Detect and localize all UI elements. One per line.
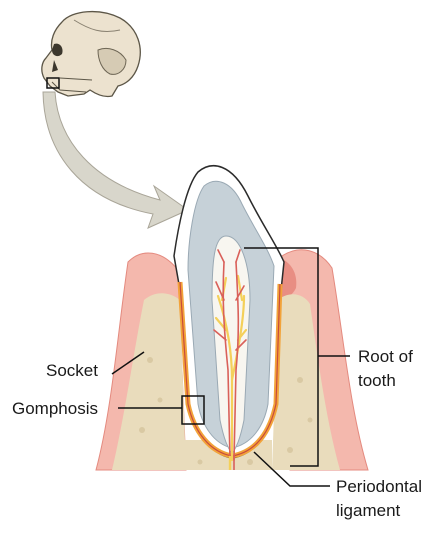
gomphosis-label: Gomphosis — [12, 399, 98, 418]
periodontal-ligament-label-line1: Periodontal — [336, 477, 423, 496]
skull-icon — [41, 10, 141, 98]
curved-arrow-icon — [42, 91, 190, 229]
socket-label: Socket — [46, 361, 98, 380]
periodontal-ligament-label-line2: ligament — [336, 501, 401, 520]
root-of-tooth-label-line2: tooth — [358, 371, 396, 390]
root-of-tooth-label-line1: Root of — [358, 347, 413, 366]
callout-lines — [111, 247, 350, 487]
